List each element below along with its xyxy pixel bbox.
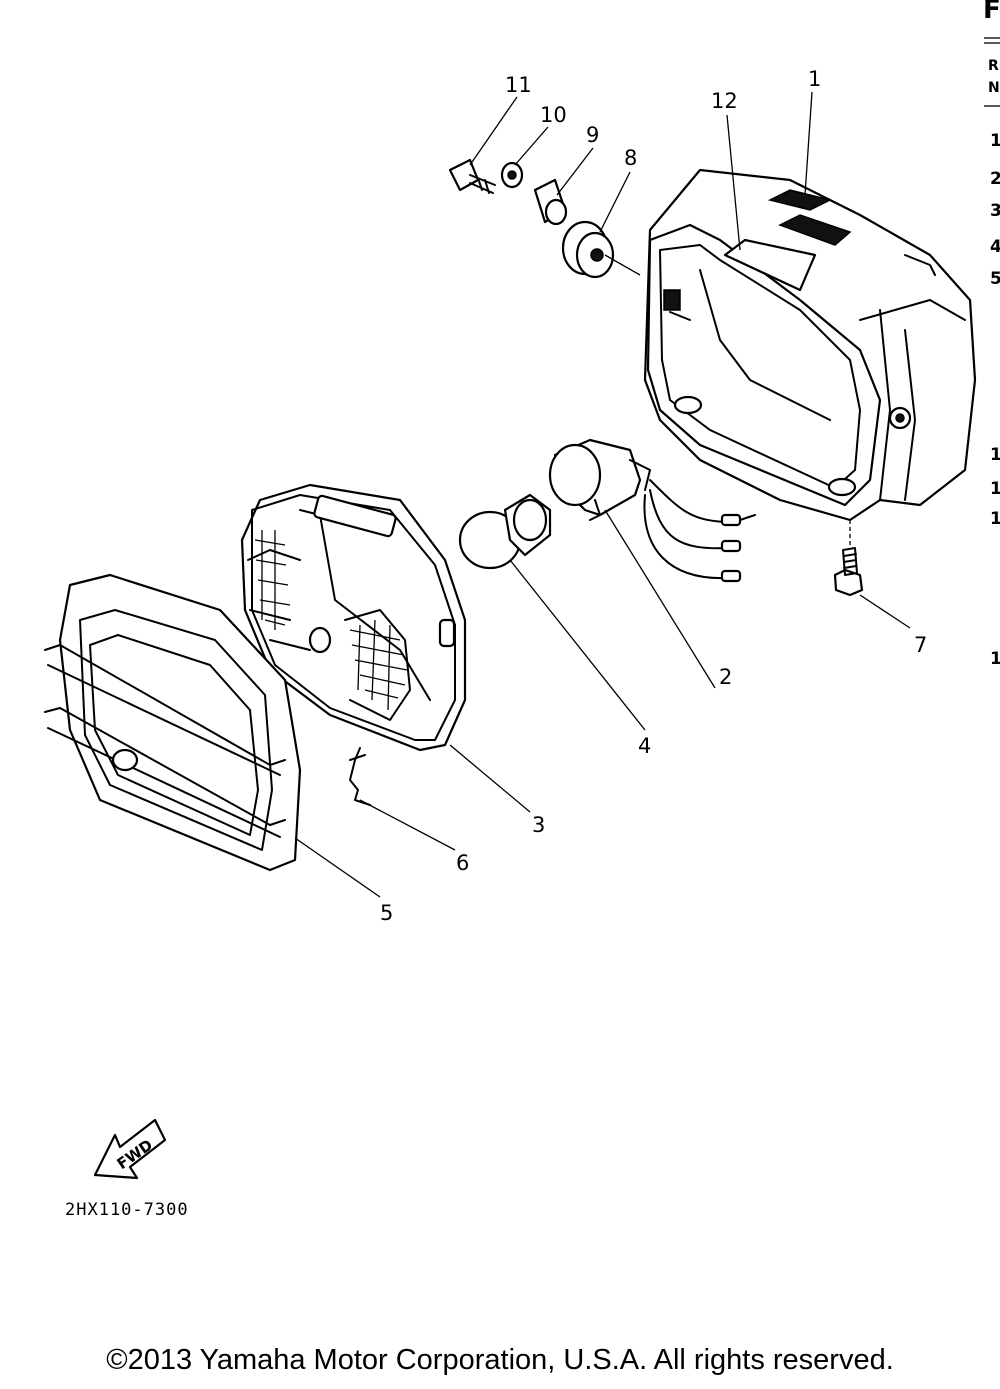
header-column-fragment-2: N bbox=[988, 80, 1000, 96]
side-ref-6: 1 bbox=[990, 445, 1000, 465]
callout-1: 1 bbox=[808, 67, 821, 91]
callout-11: 11 bbox=[505, 73, 532, 97]
mounting-hardware bbox=[448, 158, 641, 279]
callout-4: 4 bbox=[638, 734, 651, 758]
side-ref-8: 1 bbox=[990, 509, 1000, 529]
callout-12: 12 bbox=[711, 89, 738, 113]
callout-labels: 1 2 3 4 5 6 7 8 9 10 11 12 bbox=[380, 67, 927, 925]
callout-2: 2 bbox=[719, 665, 732, 689]
spring-clip bbox=[349, 747, 371, 806]
bulb-socket bbox=[548, 438, 756, 583]
callout-6: 6 bbox=[456, 851, 469, 875]
callout-5: 5 bbox=[380, 901, 393, 925]
cutoff-header: F R N bbox=[983, 0, 1000, 107]
side-ref-4: 4 bbox=[990, 237, 1000, 257]
headlight-housing bbox=[643, 168, 977, 522]
header-column-fragment-1: R bbox=[988, 58, 999, 74]
header-title-fragment: F bbox=[983, 0, 1000, 25]
callout-9: 9 bbox=[586, 123, 599, 147]
diagram-reference-code: 2HX110-7300 bbox=[65, 1200, 189, 1220]
leader-lines bbox=[294, 91, 911, 898]
side-ref-2: 2 bbox=[990, 169, 1000, 189]
bulb bbox=[458, 493, 552, 570]
side-ref-9: 1 bbox=[990, 649, 1000, 669]
callout-10: 10 bbox=[540, 103, 567, 127]
side-ref-3: 3 bbox=[990, 201, 1000, 221]
side-ref-1: 1 bbox=[990, 131, 1000, 151]
callout-8: 8 bbox=[624, 146, 637, 170]
side-ref-5: 5 bbox=[990, 269, 1000, 289]
lens-unit bbox=[240, 483, 467, 752]
copyright-notice: ©2013 Yamaha Motor Corporation, U.S.A. A… bbox=[106, 1344, 894, 1376]
side-ref-7: 1 bbox=[990, 479, 1000, 499]
fwd-arrow-icon: FWD bbox=[93, 1118, 167, 1180]
callout-3: 3 bbox=[532, 813, 545, 837]
label-sticker-shape bbox=[723, 238, 817, 292]
cutoff-reference-column: 1 2 3 4 5 1 1 1 1 bbox=[990, 131, 1000, 669]
callout-7: 7 bbox=[914, 633, 927, 657]
rim-guard bbox=[44, 573, 302, 872]
screw bbox=[833, 520, 864, 597]
